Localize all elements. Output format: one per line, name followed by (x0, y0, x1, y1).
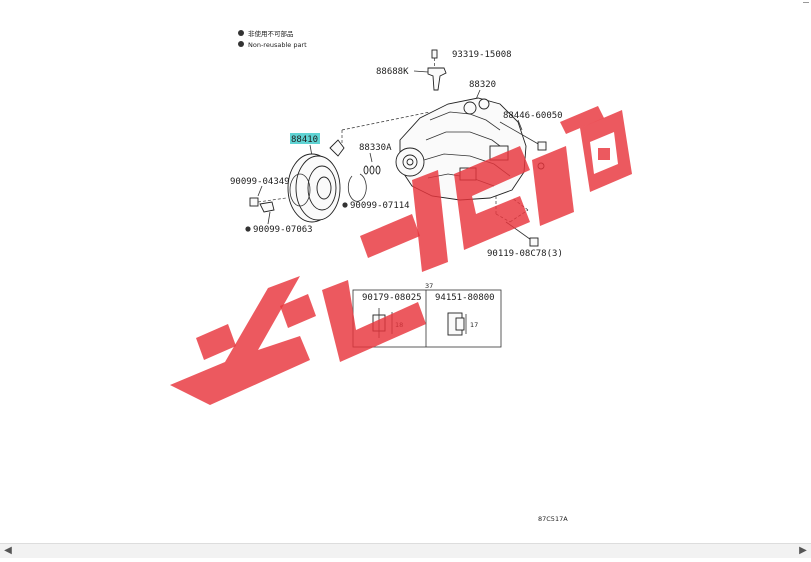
engine-icon (590, 132, 618, 174)
label-88410: 88410 (291, 135, 318, 145)
part-88688K: 88688K (376, 67, 447, 91)
label-90119: 90119-08C78(3) (487, 249, 563, 259)
legend-item-2: Non-reusable part (248, 41, 307, 49)
label-90099-07114: 90099-07114 (350, 201, 410, 211)
label-90099-04349: 90099-04349 (230, 177, 290, 187)
label-93319: 93319-15008 (452, 50, 512, 60)
inset-left-part: 90179-08025 (362, 293, 422, 303)
watermark-logo (170, 106, 632, 405)
arrow-right-icon[interactable]: ▶ (799, 545, 807, 556)
part-93319: 93319-15008 (431, 49, 512, 70)
legend-item-1: 非使用不可部品 (248, 29, 294, 38)
horizontal-scrollbar[interactable]: ◀ ▶ (0, 543, 811, 558)
part-88410: 88410 (287, 133, 345, 223)
vertical-scrollbar[interactable] (801, 0, 811, 543)
part-90099-07063: 90099-07063 (245, 211, 313, 235)
part-90099-04349: 90099-04349 (230, 177, 290, 213)
part-90099-07114: 90099-07114 (342, 173, 410, 211)
label-88330A: 88330A (359, 143, 392, 153)
inset-right-dim: 17 (470, 321, 478, 329)
diagram-code: 87C517A (538, 515, 568, 523)
label-88688K: 88688K (376, 67, 409, 77)
label-90099-07063: 90099-07063 (253, 225, 313, 235)
highlight-88410 (290, 133, 320, 144)
inset-top-label: 37 (425, 282, 433, 290)
legend-bullet-icon (238, 41, 244, 47)
legend: 非使用不可部品 Non-reusable part (238, 29, 307, 49)
watermark-text: ادوان كار (619, 209, 625, 211)
label-88446: 88446-60050 (503, 111, 563, 121)
scroll-tick (803, 2, 809, 6)
arrow-left-icon[interactable]: ◀ (4, 545, 12, 556)
legend-bullet-icon (238, 30, 244, 36)
part-88330A: 88330A (359, 143, 392, 175)
inset-right-part: 94151-80800 (435, 293, 495, 303)
label-88320: 88320 (469, 80, 496, 90)
